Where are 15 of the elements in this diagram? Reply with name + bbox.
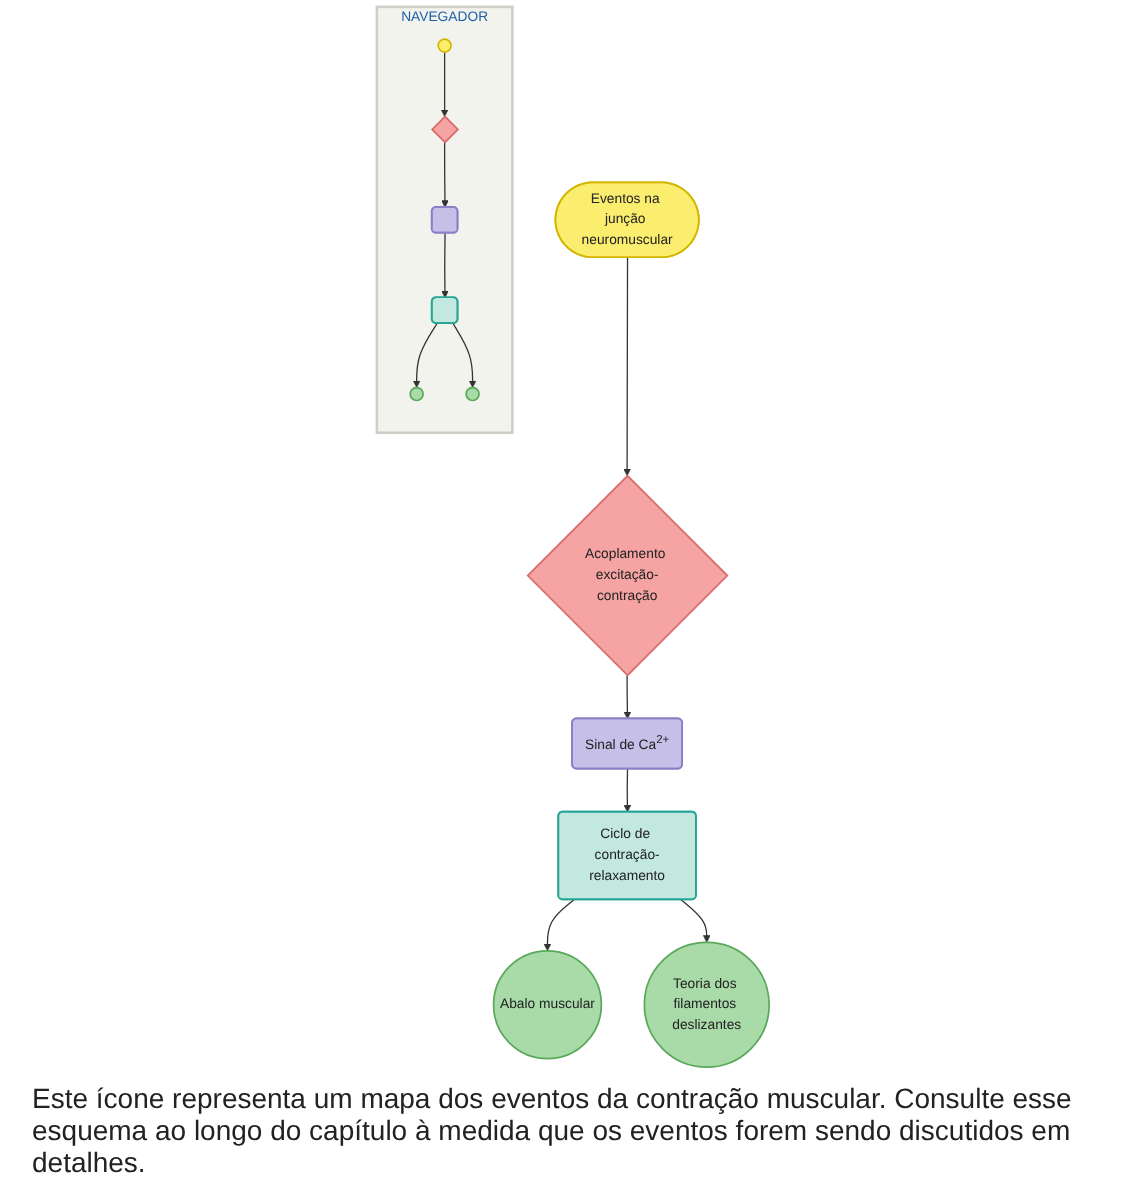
- arrow: [680, 899, 711, 943]
- arrow: [441, 232, 449, 299]
- node-diamond: [430, 115, 460, 144]
- arrow: [623, 768, 632, 813]
- arrow: [441, 141, 449, 208]
- arrow: [412, 322, 438, 388]
- arrow: [543, 899, 575, 952]
- arrow: [452, 322, 477, 388]
- node-circle: [409, 386, 424, 402]
- caption-text: Este ícone representa um mapa dos eventos da contração muscular. Consulte esse esquema ao longo do capítulo à medida que os eventos forem sendo discutidos em detalhes.: [32, 1082, 1074, 1178]
- arrow: [623, 257, 631, 477]
- node-circle: [465, 386, 480, 402]
- arrow: [440, 51, 449, 117]
- arrow: [623, 674, 632, 720]
- node-circle: [437, 38, 452, 53]
